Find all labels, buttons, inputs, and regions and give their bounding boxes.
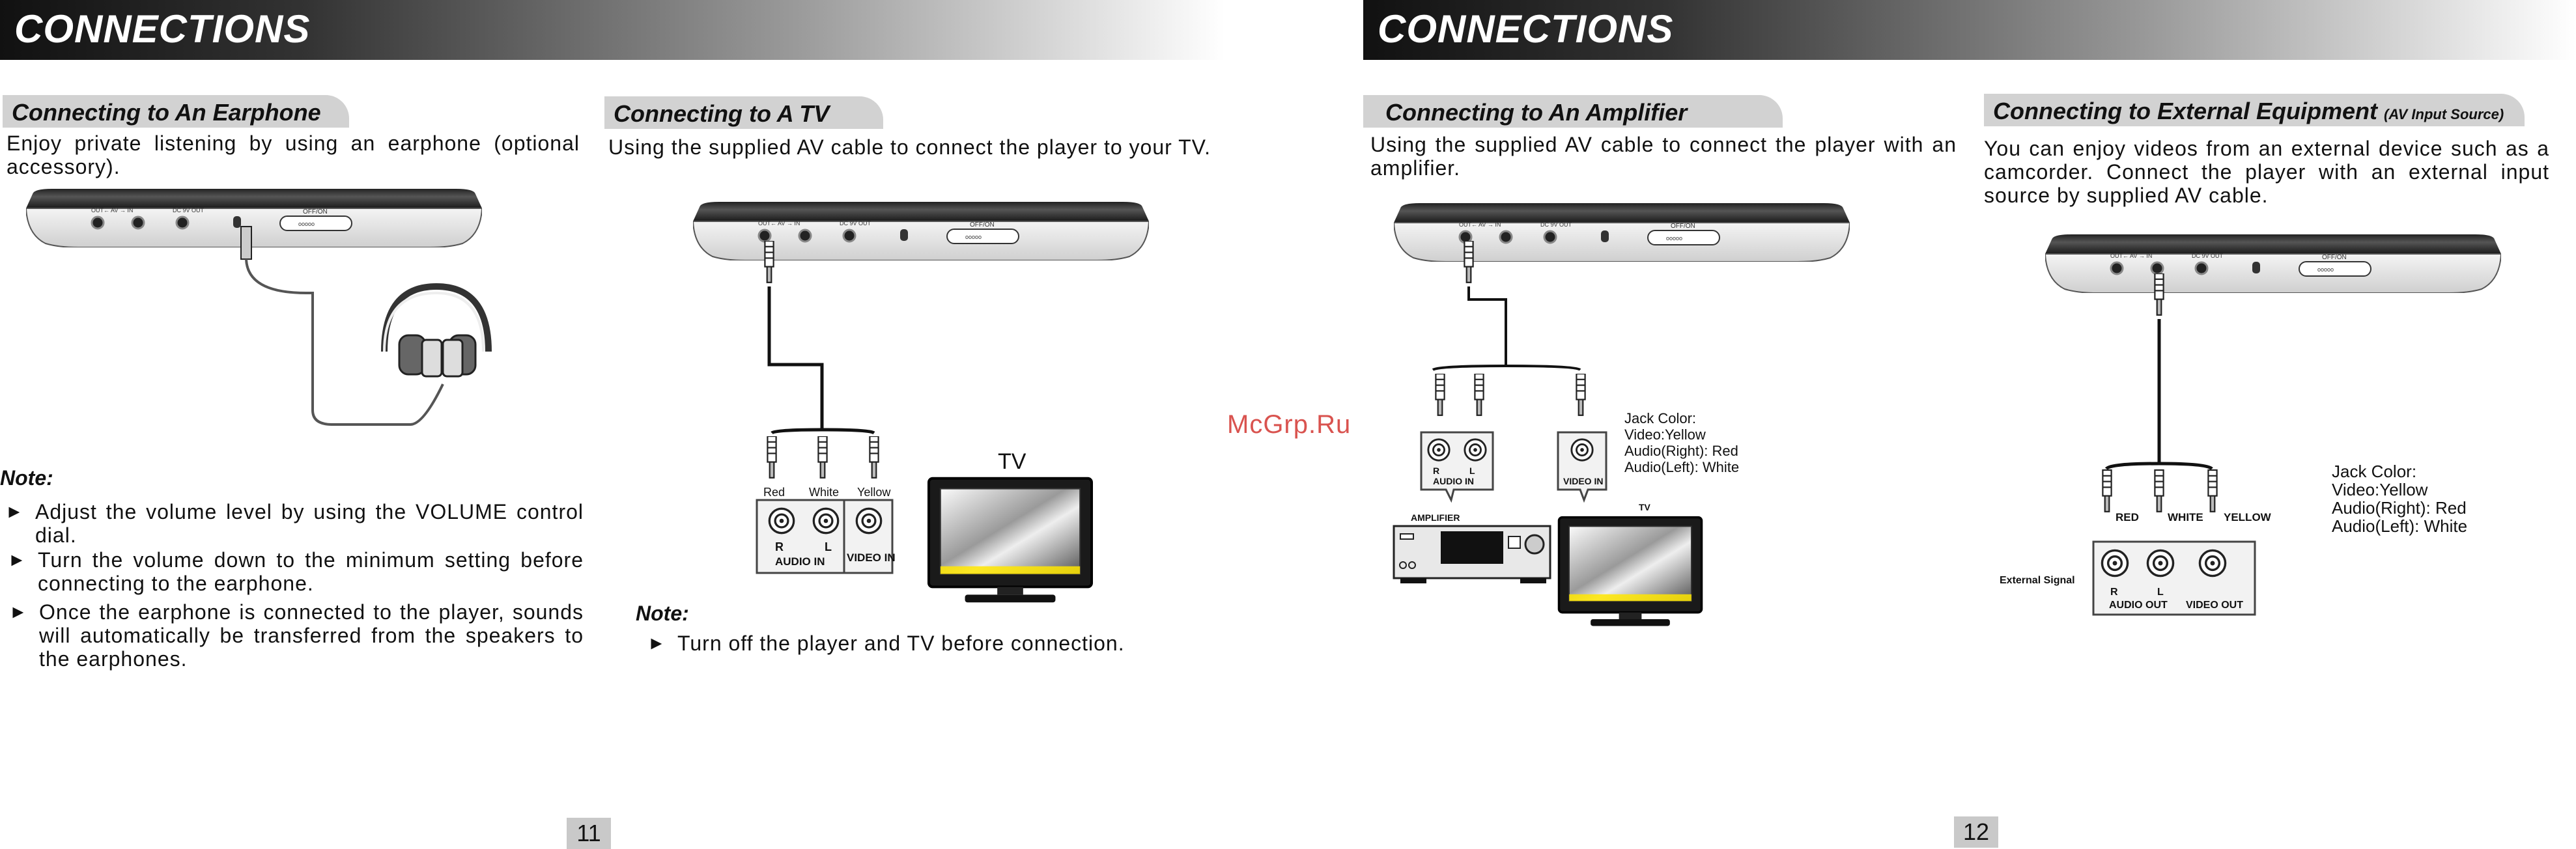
plug-label-white: WHITE	[2168, 511, 2203, 523]
amplifier-diagram: R L AUDIO IN VIDEO IN AMPLIFIER TV	[1393, 203, 1850, 628]
page-number-right: 12	[1954, 816, 1998, 848]
tv-note-label: Note	[636, 602, 683, 625]
player-device-icon	[26, 189, 482, 247]
plug-label-yellow: YELLOW	[2224, 511, 2272, 523]
player-device-icon	[1394, 203, 1850, 262]
tv-note-1: ► Turn off the player and TV before conn…	[647, 632, 1125, 655]
external-description: You can enjoy videos from an external de…	[1984, 137, 2549, 207]
earphone-description: Enjoy private listening by using an earp…	[7, 132, 580, 178]
amplifier-jack-colors: Jack Color: Video:Yellow Audio(Right): R…	[1624, 410, 1740, 475]
tv-icon	[1557, 516, 1703, 628]
earphone-note-1: ► Adjust the volume level by using the V…	[5, 500, 584, 547]
earphone-note-label: Note	[0, 466, 47, 490]
plug-label-white: White	[809, 486, 839, 499]
bullet-arrow-icon: ►	[5, 501, 24, 522]
bullet-arrow-icon: ►	[9, 602, 28, 622]
svg-text:R: R	[2110, 587, 2118, 598]
tv-section-tab: Connecting to A TV	[604, 96, 883, 129]
svg-text:VIDEO IN: VIDEO IN	[1563, 476, 1603, 486]
player-device-icon	[693, 202, 1149, 260]
svg-text:AUDIO IN: AUDIO IN	[775, 555, 825, 568]
tv-title: Connecting to A TV	[614, 100, 830, 127]
svg-text:AUDIO OUT: AUDIO OUT	[2109, 600, 2168, 611]
plug-label-red: RED	[2116, 511, 2139, 523]
tv-description: Using the supplied AV cable to connect t…	[608, 135, 1211, 159]
earphone-section-tab: Connecting to An Earphone	[3, 95, 349, 128]
svg-text:VIDEO OUT: VIDEO OUT	[2186, 600, 2243, 611]
tv-label: TV	[998, 449, 1026, 474]
earphone-diagram	[26, 189, 492, 426]
external-signal-label: External Signal	[2000, 575, 2075, 586]
amplifier-icon	[1393, 525, 1551, 583]
left-header-title: CONNECTIONS	[14, 7, 311, 51]
tv-video-input-panel: VIDEO IN	[1557, 431, 1607, 503]
svg-text:R: R	[775, 540, 784, 553]
svg-text:VIDEO IN: VIDEO IN	[847, 551, 896, 564]
plug-label-yellow: Yellow	[857, 486, 891, 499]
svg-text:R: R	[1433, 466, 1439, 476]
amplifier-label: AMPLIFIER	[1411, 512, 1460, 523]
external-title-suffix: (AV Input Source)	[2384, 106, 2504, 122]
svg-text:AUDIO IN: AUDIO IN	[1433, 476, 1474, 486]
tv-diagram: Red White Yellow R L AUDIO IN VIDEO IN T…	[693, 202, 1149, 604]
external-jack-colors: Jack Color: Video:Yellow Audio(Right): R…	[2332, 462, 2468, 536]
external-output-panel: R L AUDIO OUT VIDEO OUT	[2092, 540, 2256, 616]
amplifier-title: Connecting to An Amplifier	[1385, 99, 1688, 126]
right-header-title: CONNECTIONS	[1378, 7, 1674, 51]
left-header-banner: CONNECTIONS	[0, 0, 1224, 60]
plug-label-red: Red	[763, 486, 785, 499]
earphone-title: Connecting to An Earphone	[12, 99, 321, 126]
external-diagram: RED WHITE YELLOW External Signal R L AUD…	[2000, 234, 2501, 616]
right-header-banner: CONNECTIONS	[1363, 0, 2576, 60]
watermark: McGrp.Ru	[1227, 410, 1352, 439]
amplifier-section-tab: Connecting to An Amplifier	[1363, 95, 1783, 128]
page-number-left: 11	[567, 818, 611, 849]
earphone-note-2: ► Turn the volume down to the minimum se…	[8, 548, 584, 595]
bullet-arrow-icon: ►	[8, 550, 27, 570]
earphone-note-3: ► Once the earphone is connected to the …	[9, 600, 584, 671]
player-device-icon	[2045, 234, 2501, 293]
tv-input-panel: R L AUDIO IN VIDEO IN	[756, 499, 896, 574]
bullet-arrow-icon: ►	[647, 633, 666, 653]
amplifier-tv-label: TV	[1639, 502, 1651, 512]
external-section-tab: Connecting to External Equipment (AV Inp…	[1984, 94, 2525, 126]
external-title-main: Connecting to External Equipment	[1993, 98, 2378, 124]
svg-text:L: L	[2157, 587, 2164, 598]
svg-text:L: L	[1469, 466, 1475, 476]
amplifier-input-panel: R L AUDIO IN	[1420, 431, 1494, 503]
amplifier-description: Using the supplied AV cable to connect t…	[1370, 133, 1957, 180]
headphones-icon	[381, 283, 492, 378]
tv-note-title: Note:	[636, 602, 689, 625]
external-title: Connecting to External Equipment (AV Inp…	[1993, 98, 2504, 125]
tv-icon	[927, 477, 1094, 604]
svg-text:L: L	[825, 540, 832, 553]
earphone-note-title: Note:	[0, 466, 53, 490]
